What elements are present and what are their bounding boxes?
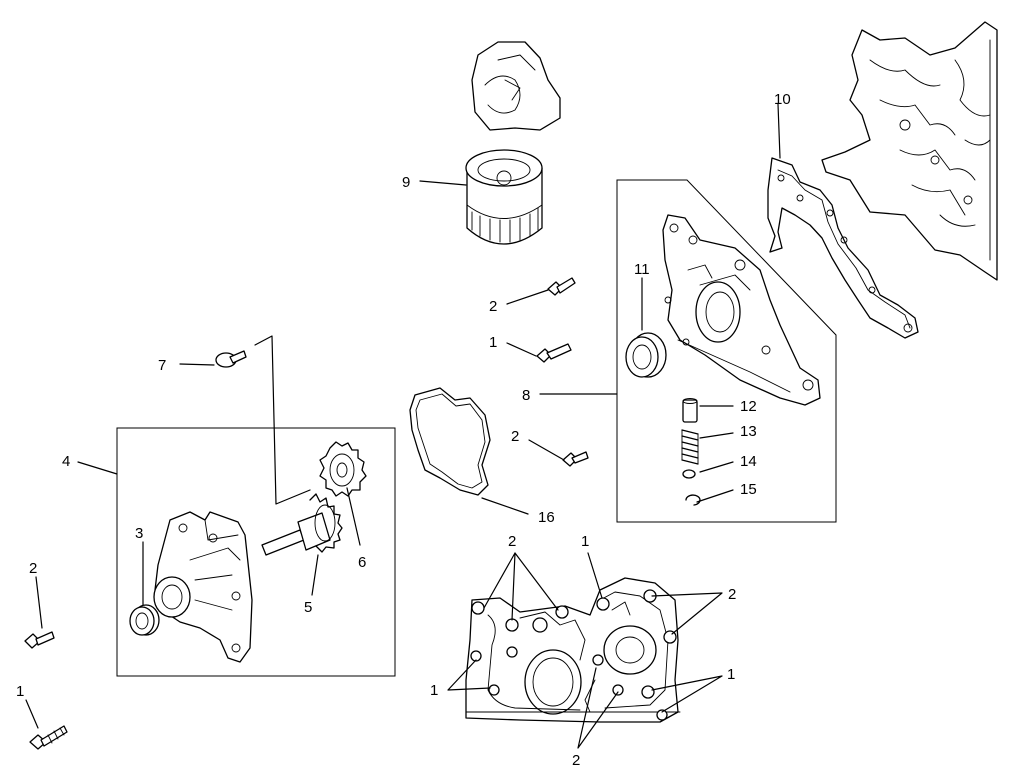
callout-8: 8 [522,387,530,404]
callout-2: 2 [508,533,516,550]
callout-12: 12 [740,398,757,415]
callout-1: 1 [489,334,497,351]
engine-block [821,21,998,281]
callout-9: 9 [402,174,410,191]
callout-14: 14 [740,453,757,470]
part-13-spring [681,429,699,465]
callout-2: 2 [572,752,580,769]
callout-7: 7 [158,357,166,374]
part-16-gasket [409,387,491,496]
callout-2: 2 [728,586,736,603]
bolt-7 [215,350,247,368]
callout-10: 10 [774,91,791,108]
part-9-oil-filter [465,149,543,245]
callout-6: 6 [358,554,366,571]
callout-2: 2 [29,560,37,577]
part-11-oil-seal [625,332,667,378]
callout-5: 5 [304,599,312,616]
leader-lines [25,103,781,749]
callout-1: 1 [430,682,438,699]
part-10-gasket [767,157,919,339]
bolt-1-upper [536,343,572,363]
callout-2: 2 [511,428,519,445]
callout-4: 4 [62,453,70,470]
bolt-2-mid [562,451,589,467]
part-12-plunger [682,398,698,423]
callout-box-8 [616,179,837,523]
callout-labels: 10 9 11 2 1 7 8 12 13 2 4 14 15 16 3 2 1… [16,91,791,769]
oil-filter-bracket [471,41,561,131]
part-14-washer [682,469,696,479]
part-8-oil-pump-cover [662,214,821,406]
part-5-drive-gear [261,493,343,556]
callout-2: 2 [489,298,497,315]
callout-box-4 [116,427,396,677]
bolt-2-left [24,631,55,649]
part-4-pump-body [153,511,253,663]
callout-16: 16 [538,509,555,526]
part-6-driven-gear [319,441,367,497]
callout-13: 13 [740,423,757,440]
front-case [465,577,681,723]
callout-11: 11 [634,261,650,278]
callout-1: 1 [581,533,589,550]
callout-15: 15 [740,481,757,498]
part-3-oil-seal [129,604,160,636]
bolt-2-upper [547,277,576,296]
callout-3: 3 [135,525,143,542]
bolt-1-left [29,725,68,750]
callout-1: 1 [727,666,735,683]
callout-1: 1 [16,683,24,700]
part-15-snap-ring [685,494,701,506]
